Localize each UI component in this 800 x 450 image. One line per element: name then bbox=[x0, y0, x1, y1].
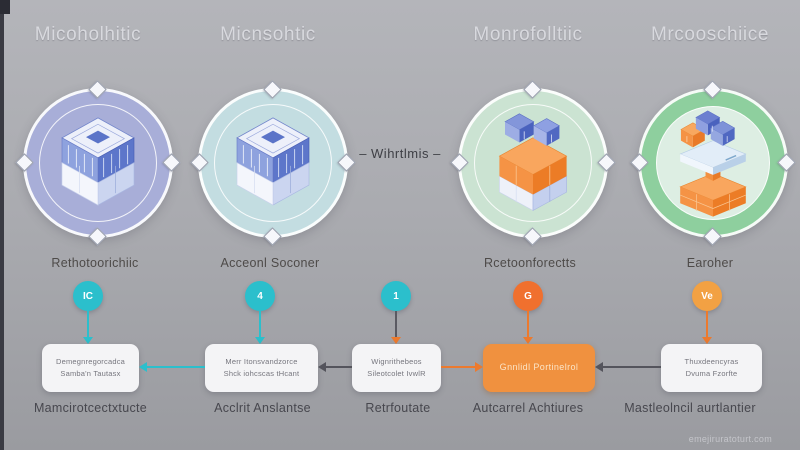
arrow-left-2 bbox=[326, 366, 352, 368]
compass-south-icon bbox=[523, 227, 542, 246]
compass-north-icon bbox=[523, 80, 542, 99]
arrow-right-3 bbox=[441, 366, 475, 368]
watermark-text: emejiruratoturt.com bbox=[688, 434, 772, 444]
step-badge-2: 4 bbox=[245, 281, 275, 311]
arrow-left-4 bbox=[603, 366, 661, 368]
compass-west-icon bbox=[15, 153, 34, 172]
arrow-left-1 bbox=[147, 366, 205, 368]
monolith-cube-icon bbox=[61, 117, 135, 206]
flow-box-text: Gnnlidl Portinelrol bbox=[499, 362, 579, 373]
stacked-cubes-icon bbox=[498, 113, 568, 212]
compass-south-icon bbox=[703, 227, 722, 246]
compass-west-icon bbox=[630, 153, 649, 172]
column-header-1: Micoholhitic bbox=[34, 24, 142, 45]
architecture-circle-2 bbox=[190, 80, 356, 246]
arrowhead-right-icon bbox=[475, 362, 483, 372]
arrowhead-down-icon bbox=[391, 337, 401, 344]
column-header-3: Monrofolltiic bbox=[473, 24, 583, 45]
connector-down-1 bbox=[87, 311, 89, 339]
flow-box-text: Wignrithebeos bbox=[371, 357, 422, 367]
flow-box-4: Gnnlidl Portinelrol bbox=[483, 344, 595, 392]
connector-down-2 bbox=[259, 311, 261, 339]
connector-down-4 bbox=[527, 311, 529, 339]
arrowhead-left-icon bbox=[139, 362, 147, 372]
arrowhead-left-icon bbox=[595, 362, 603, 372]
column-header-2: Micnsohtic bbox=[220, 24, 316, 45]
corner-mark bbox=[0, 0, 10, 14]
architecture-caption-3: Rcetoonforectts bbox=[483, 256, 577, 270]
flow-caption-3: Retrfoutate bbox=[365, 401, 431, 415]
compass-south-icon bbox=[88, 227, 107, 246]
flow-caption-2: Acclrit Anslantse bbox=[214, 401, 311, 415]
connector-down-5 bbox=[706, 311, 708, 339]
flow-caption-4: Autcarrel Achtiures bbox=[472, 401, 584, 415]
compass-north-icon bbox=[88, 80, 107, 99]
step-badge-1: IC bbox=[73, 281, 103, 311]
step-badge-4: G bbox=[513, 281, 543, 311]
flow-caption-1: Mamcirotcectxtucte bbox=[33, 401, 148, 415]
compass-east-icon bbox=[162, 153, 181, 172]
flow-box-1: Demegnregorcadca Samba'n Tautasx bbox=[42, 344, 139, 392]
compass-north-icon bbox=[263, 80, 282, 99]
flow-box-text: Shck iohcscas tHcant bbox=[223, 369, 300, 378]
monolith-cube-icon bbox=[236, 117, 310, 206]
compass-north-icon bbox=[703, 80, 722, 99]
inner-ring bbox=[39, 104, 157, 222]
compass-east-icon bbox=[597, 153, 616, 172]
arrowhead-down-icon bbox=[83, 337, 93, 344]
flow-box-text: Demegnregorcadca bbox=[55, 357, 126, 367]
stacked-cubes-icon bbox=[679, 110, 747, 217]
inner-ring bbox=[474, 104, 592, 222]
architecture-circle-4 bbox=[630, 80, 796, 246]
compass-south-icon bbox=[263, 227, 282, 246]
flow-box-3: Wignrithebeos Sileotcolet IvwlR bbox=[352, 344, 441, 392]
middle-label: – Wihrtlmis – bbox=[359, 146, 441, 161]
connector-down-3 bbox=[395, 311, 397, 339]
flow-box-2: Merr Itonsvandzorce Shck iohcscas tHcant bbox=[205, 344, 318, 392]
architecture-caption-1: Rethotoorichiic bbox=[51, 256, 139, 270]
flow-box-text: Merr Itonsvandzorce bbox=[225, 357, 298, 367]
flow-caption-5: Mastleolncil aurtlantier bbox=[624, 401, 756, 415]
flow-box-text: Sileotcolet IvwlR bbox=[367, 369, 426, 378]
architecture-caption-2: Acceonl Soconer bbox=[220, 256, 320, 270]
column-header-4: Mrcooschiice bbox=[650, 24, 770, 45]
architecture-circle-3 bbox=[450, 80, 616, 246]
inner-ring bbox=[214, 104, 332, 222]
step-badge-3: 1 bbox=[381, 281, 411, 311]
flow-box-text: Thuxdeencyras bbox=[684, 357, 739, 367]
arrowhead-down-icon bbox=[702, 337, 712, 344]
step-badge-5: Ve bbox=[692, 281, 722, 311]
flow-box-text: Dvuma Fzorfte bbox=[685, 369, 738, 378]
compass-east-icon bbox=[777, 153, 796, 172]
arrowhead-down-icon bbox=[255, 337, 265, 344]
left-edge-strip bbox=[0, 0, 4, 450]
compass-west-icon bbox=[190, 153, 209, 172]
arrowhead-left-icon bbox=[318, 362, 326, 372]
flow-box-text: Samba'n Tautasx bbox=[60, 369, 121, 378]
architecture-circle-1 bbox=[15, 80, 181, 246]
flow-box-5: Thuxdeencyras Dvuma Fzorfte bbox=[661, 344, 762, 392]
architecture-caption-4: Earoher bbox=[686, 256, 734, 270]
arrowhead-down-icon bbox=[523, 337, 533, 344]
